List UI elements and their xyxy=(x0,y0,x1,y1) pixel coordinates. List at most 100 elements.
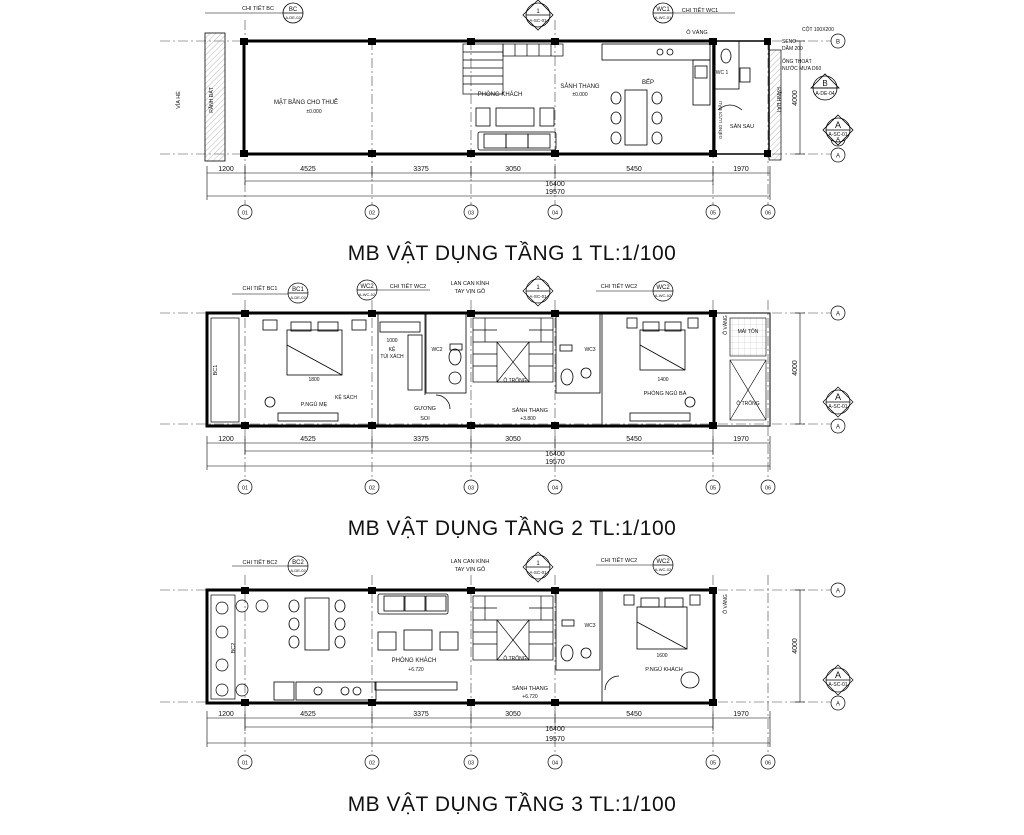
bay-dimension: 5450 xyxy=(626,436,642,443)
plan-label: 1000 xyxy=(386,338,397,344)
floor-1-plan xyxy=(160,0,854,220)
plan-label: LAN CAN KÍNH xyxy=(451,280,490,287)
grid-axis-label: A xyxy=(836,589,840,595)
bay-dimension: 1200 xyxy=(218,166,234,173)
floor-3-plan xyxy=(160,551,854,770)
plan-label: WC3 xyxy=(584,623,595,629)
plan-label: WC1 xyxy=(656,7,670,13)
plan-label: A-WC-02 xyxy=(655,567,672,572)
plan-label: WC2 xyxy=(360,284,374,290)
plan-label: BC1 xyxy=(292,287,304,293)
grid-axis-label: 06 xyxy=(765,486,771,492)
plan-label: MẶT BẰNG CHO THUÊ xyxy=(274,98,338,106)
plan-label: ±0.000 xyxy=(572,92,587,98)
plan-label: A-SC-01 xyxy=(529,18,547,23)
grid-axis-label: 02 xyxy=(369,486,375,492)
plan-label: A-WC-02 xyxy=(655,293,672,298)
plan-label: Ô TRỐNG xyxy=(503,655,526,662)
grid-axis-label: A xyxy=(836,138,840,144)
plan-label: BC2 xyxy=(231,643,237,654)
grid-axis-label: 01 xyxy=(242,486,248,492)
plan-label: P.NGỦ KHÁCH xyxy=(645,666,683,673)
grid-axis-label: A xyxy=(836,425,840,431)
plan-label: WC2 xyxy=(656,559,670,565)
plan-label: ±0.000 xyxy=(306,109,321,115)
grid-axis-label: 06 xyxy=(765,761,771,767)
grid-axis-label: 01 xyxy=(242,761,248,767)
grid-axis-label: 04 xyxy=(552,211,558,217)
plan-label: Ô VÁNG xyxy=(686,29,707,36)
plan-label: A-DE-02 xyxy=(285,15,301,20)
grid-axis-label: A xyxy=(836,702,840,708)
total-outer-dimension: 19570 xyxy=(545,736,565,743)
plan-label: CHI TIẾT BC2 xyxy=(243,559,278,566)
plan-label: CHI TIẾT BC1 xyxy=(243,285,278,292)
depth-dimension: 4000 xyxy=(792,90,799,106)
plan-label: A-DE-02 xyxy=(290,568,306,573)
plan-label: 1 xyxy=(536,9,540,15)
section-marker-letter: A xyxy=(835,120,841,130)
plan-label: LAN CAN KÍNH xyxy=(451,558,490,565)
grid-axis-label: 05 xyxy=(710,761,716,767)
plan-label: Ô VÁNG xyxy=(722,594,729,614)
plan-label: BC xyxy=(289,7,298,13)
plan-label: Ô VÁNG xyxy=(722,315,729,335)
plan-label: KỆ xyxy=(389,345,396,353)
grid-axis-label: 02 xyxy=(369,761,375,767)
grid-axis-label: 05 xyxy=(710,486,716,492)
plan-label: +6.720 xyxy=(522,694,538,700)
grid-axis-label: 04 xyxy=(552,761,558,767)
grid-axis-label: 04 xyxy=(552,486,558,492)
total-inner-dimension: 16400 xyxy=(545,181,565,188)
plan-label: 1600 xyxy=(656,653,667,659)
grid-axis-label: A xyxy=(836,154,840,160)
plan-label: WC2 xyxy=(431,347,442,353)
grid-axis-label: 03 xyxy=(468,761,474,767)
plan-label: +3.800 xyxy=(520,416,536,422)
floor-2-title: MB VẬT DỤNG TẦNG 2 TL:1/100 xyxy=(347,517,677,540)
plan-label: 1 xyxy=(536,561,540,567)
bay-dimension: 4525 xyxy=(300,711,316,718)
plan-label: A-DE-02 xyxy=(290,295,306,300)
plan-label: A-WC-01 xyxy=(655,15,672,20)
plan-label: SẢNH THANG xyxy=(560,83,600,90)
plan-label: WC 1 xyxy=(716,70,729,76)
plan-label: A-SC-01 xyxy=(529,294,547,299)
plan-label: WC3 xyxy=(584,347,595,353)
plan-label: WC2 xyxy=(656,285,670,291)
bay-dimension: 5450 xyxy=(626,711,642,718)
plan-label: SENO xyxy=(782,39,796,45)
plan-label: BẾP xyxy=(642,79,654,86)
plan-label: SOI xyxy=(420,416,430,422)
plan-label: ỐNG THOÁT xyxy=(782,58,812,65)
plan-label: GIẾNG LƯỢI ĐẦU xyxy=(717,101,723,139)
bay-dimension: 1970 xyxy=(733,436,749,443)
grid-axis-label: B xyxy=(836,40,840,46)
plan-label: CHI TIẾT WC2 xyxy=(601,283,637,290)
plan-label: NƯỚC MƯA D60 xyxy=(782,65,821,72)
bay-dimension: 3050 xyxy=(505,436,521,443)
detail-marker-letter: B xyxy=(822,79,827,88)
plan-label: +6.720 xyxy=(408,667,424,673)
plan-label: PHÒNG NGỦ BÀ xyxy=(644,390,687,397)
bay-dimension: 3375 xyxy=(413,711,429,718)
floor-2-plan xyxy=(160,275,854,495)
total-inner-dimension: 16400 xyxy=(545,726,565,733)
plan-label: PHÒNG KHÁCH xyxy=(392,657,437,664)
bay-dimension: 1200 xyxy=(218,711,234,718)
total-outer-dimension: 19570 xyxy=(545,189,565,196)
plan-label: DẦM 200 xyxy=(782,45,803,52)
plan-label: KỆ SÁCH xyxy=(335,393,357,401)
bay-dimension: 1200 xyxy=(218,436,234,443)
bay-dimension: 4525 xyxy=(300,166,316,173)
section-marker-letter: A xyxy=(835,670,841,680)
plan-label: A-SC-01 xyxy=(529,570,547,575)
plan-label: CHI TIẾT WC2 xyxy=(601,557,637,564)
bay-dimension: 3050 xyxy=(505,166,521,173)
plan-label: TAY VỊN GỖ xyxy=(455,566,486,573)
plan-label: BC2 xyxy=(292,560,304,566)
grid-axis-label: 03 xyxy=(468,211,474,217)
grid-axis-label: 06 xyxy=(765,211,771,217)
